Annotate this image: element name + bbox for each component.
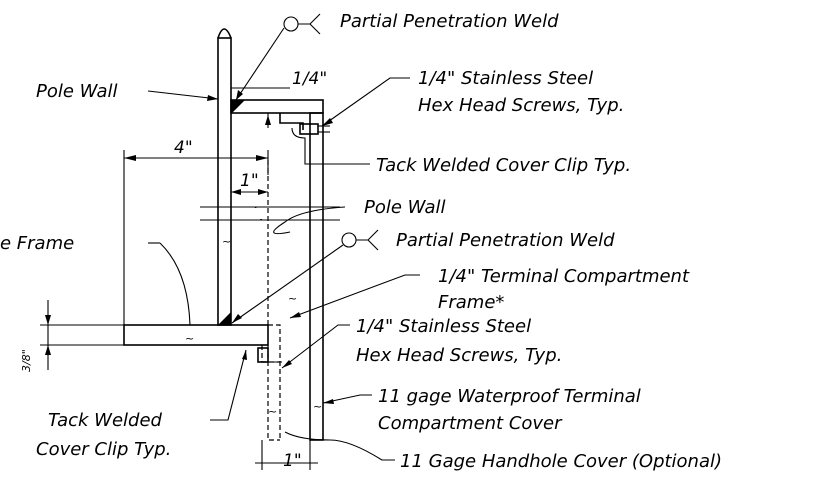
dim-4in bbox=[123, 150, 269, 325]
pole-wall-plate bbox=[217, 28, 232, 326]
label-waterproof-1: 11 gage Waterproof Terminal bbox=[378, 386, 641, 407]
label-quarter-top: 1/4" bbox=[292, 69, 327, 89]
wave-mark: ~ bbox=[222, 235, 231, 248]
label-tack-clip-right: Tack Welded Cover Clip Typ. bbox=[376, 155, 631, 176]
label-one-inch-upper: 1" bbox=[240, 171, 259, 191]
handhole-cover-dashed bbox=[261, 324, 281, 441]
top-cover-plate bbox=[230, 99, 324, 114]
label-tack-clip-left-2: Cover Clip Typ. bbox=[36, 439, 171, 460]
dim-1in-lower bbox=[255, 440, 318, 470]
label-ss-screws-mid-1: 1/4" Stainless Steel bbox=[356, 316, 531, 337]
label-one-inch-lower: 1" bbox=[283, 451, 302, 471]
break-lines bbox=[200, 206, 340, 221]
handhole-frame-plate bbox=[123, 324, 269, 346]
dim-quarter-top bbox=[231, 87, 290, 128]
label-weld-mid: Partial Penetration Weld bbox=[396, 230, 615, 251]
wave-mark: ~ bbox=[313, 400, 322, 413]
label-ss-screws-top-2: Hex Head Screws, Typ. bbox=[418, 95, 624, 116]
wave-mark: ~ bbox=[288, 292, 297, 305]
label-weld-top: Partial Penetration Weld bbox=[340, 11, 559, 32]
label-handhole: 11 Gage Handhole Cover (Optional) bbox=[400, 451, 722, 472]
dim-three-eighths bbox=[40, 300, 124, 370]
label-three-eighths: 3/8" bbox=[20, 349, 33, 372]
label-waterproof-2: Compartment Cover bbox=[378, 413, 563, 434]
label-pole-wall-left: Pole Wall bbox=[36, 81, 118, 102]
cover-clip-mid bbox=[257, 347, 282, 363]
wave-mark: ~ bbox=[268, 405, 277, 418]
label-pole-wall-mid: Pole Wall bbox=[364, 197, 446, 218]
right-cover-plate bbox=[309, 112, 324, 441]
cover-clip-top bbox=[279, 113, 330, 135]
label-ss-screws-top-1: 1/4" Stainless Steel bbox=[418, 68, 593, 89]
dim-1in-upper bbox=[231, 189, 268, 195]
weld-fillet-top bbox=[231, 100, 245, 114]
label-tack-clip-left-1: Tack Welded bbox=[48, 410, 163, 431]
label-terminal-frame-2: Frame* bbox=[438, 292, 504, 313]
wave-mark: ~ bbox=[185, 332, 194, 345]
label-terminal-frame-1: 1/4" Terminal Compartment bbox=[438, 266, 690, 287]
label-frame-left: e Frame bbox=[0, 233, 74, 254]
label-four-inch: 4" bbox=[174, 138, 193, 158]
weld-fillet-mid bbox=[218, 312, 231, 325]
label-ss-screws-mid-2: Hex Head Screws, Typ. bbox=[356, 345, 562, 366]
leaders bbox=[147, 13, 420, 461]
